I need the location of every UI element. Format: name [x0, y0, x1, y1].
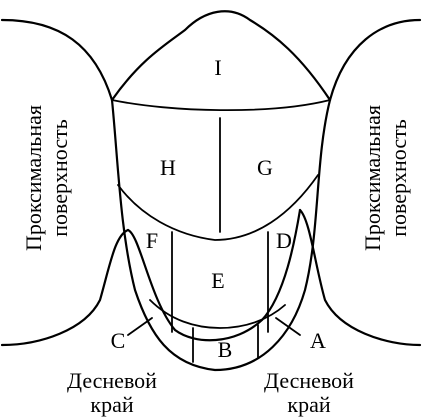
- zone-label-g: G: [257, 155, 273, 180]
- right-surface-line2: поверхность: [386, 119, 411, 237]
- zone-label-b: B: [218, 337, 233, 362]
- boundary-incisal-middle: [112, 100, 330, 110]
- left-margin-line1: Десневой: [67, 368, 157, 393]
- left-surface-line2: поверхность: [47, 119, 72, 237]
- zone-label-c: C: [111, 328, 126, 353]
- zone-label-i: I: [214, 55, 221, 80]
- right-margin-line2: край: [287, 392, 330, 417]
- zone-label-f: F: [146, 228, 158, 253]
- zone-label-d: D: [276, 228, 292, 253]
- left-proximal-surface-label: Проксимальная поверхность: [21, 105, 72, 251]
- leader-line-a: [276, 318, 300, 335]
- left-margin-line2: край: [90, 392, 133, 417]
- right-proximal-surface-label: Проксимальная поверхность: [360, 105, 411, 251]
- zone-label-a: A: [310, 328, 326, 353]
- zone-label-h: H: [160, 155, 176, 180]
- zone-label-e: E: [211, 268, 224, 293]
- right-margin-line1: Десневой: [264, 368, 354, 393]
- left-surface-line1: Проксимальная: [21, 105, 46, 251]
- leader-line-c: [128, 318, 152, 335]
- right-surface-line1: Проксимальная: [360, 105, 385, 251]
